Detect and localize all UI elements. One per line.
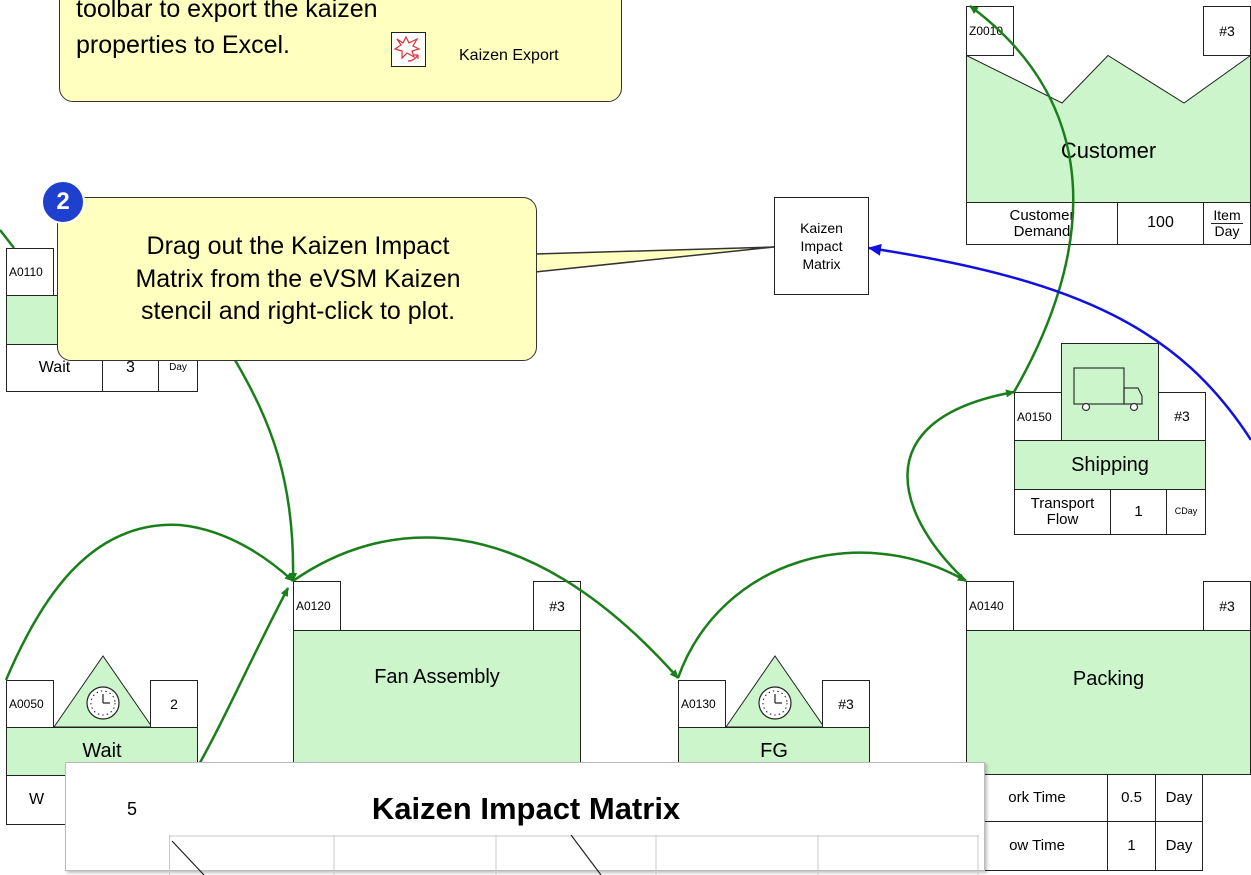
a0120-badge: #3	[533, 581, 581, 631]
kaizen-export-label: Kaizen Export	[459, 47, 559, 64]
callout-kim-line3: stencil and right-click to plot.	[140, 297, 456, 326]
clock-icon	[758, 686, 792, 720]
matrix-grid	[169, 835, 979, 875]
process-a0140: A0140 #3 Packing ork Time 0.5 Day ow Tim…	[966, 581, 1251, 871]
callout-kim-line2: Matrix from the eVSM Kaizen	[135, 264, 461, 293]
customer-row-label-1: Customer	[1009, 206, 1075, 224]
process-a0050: A0050 2 Wait W	[6, 655, 198, 825]
a0150-truck-box	[1061, 343, 1159, 441]
a0150-row-label: Transport Flow	[1014, 489, 1111, 535]
a0150-badge: #3	[1158, 392, 1206, 441]
a0150-unit: CDay	[1166, 489, 1206, 535]
flow-a0110-to-a0120	[233, 359, 298, 582]
flow-wait-to-a0120	[188, 587, 290, 781]
kaizen-export-button[interactable]	[391, 32, 426, 67]
a0120-id: A0120	[293, 581, 341, 631]
callout-export-line2: properties to Excel.	[76, 31, 290, 59]
customer-unit-den: Day	[1214, 223, 1240, 239]
customer-unit: Item Day	[1203, 202, 1251, 245]
customer-node: Z0010 #3 Customer Customer Demand 100 It…	[966, 6, 1251, 245]
customer-row-label-2: Demand	[1013, 222, 1071, 240]
clock-icon	[86, 686, 120, 720]
matrix-y-tick-5: 5	[127, 799, 138, 819]
kim-line1: Kaizen	[800, 219, 843, 236]
kim-line2: Impact	[800, 237, 843, 254]
truck-icon	[1073, 367, 1143, 412]
step-2-badge: 2	[41, 180, 85, 224]
a0150-id: A0150	[1014, 392, 1062, 441]
a0140-row2-unit: Day	[1155, 821, 1203, 871]
a0140-row1-value: 0.5	[1107, 774, 1156, 822]
a0150-label: Shipping	[1014, 440, 1206, 490]
a0050-row-label: W	[29, 790, 45, 808]
customer-unit-num: Item	[1211, 207, 1243, 224]
callout-export-tip: toolbar to export the kaizen properties …	[59, 0, 622, 102]
a0140-badge: #3	[1203, 581, 1251, 631]
a0110-id: A0110	[6, 248, 54, 296]
process-a0150: A0150 #3 Shipping Transport Flow 1 CDay	[1014, 343, 1206, 535]
callout-kim-line1: Drag out the Kaizen Impact	[146, 232, 450, 261]
kim-line3: Matrix	[802, 256, 841, 273]
a0140-body: Packing	[966, 630, 1251, 775]
kaizen-impact-matrix-chart[interactable]: Kaizen Impact Matrix 5	[65, 762, 985, 875]
flow-left-edge	[0, 229, 15, 249]
a0140-row1-label: ork Time	[966, 774, 1108, 822]
callout-kim-tip: Drag out the Kaizen Impact Matrix from t…	[57, 197, 537, 361]
customer-id: Z0010	[966, 6, 1014, 56]
customer-label: Customer	[1060, 138, 1157, 164]
customer-row-label: Customer Demand	[966, 202, 1118, 245]
callout-export-line1: toolbar to export the kaizen	[76, 0, 378, 23]
a0130-id: A0130	[678, 680, 726, 728]
a0150-row-label-2: Flow	[1046, 511, 1079, 528]
a0140-id: A0140	[966, 581, 1014, 631]
a0140-row2-value: 1	[1107, 821, 1156, 871]
customer-value: 100	[1117, 202, 1204, 245]
a0120-body: Fan Assembly	[293, 630, 581, 781]
a0050-id: A0050	[6, 680, 54, 728]
customer-badge: #3	[1203, 6, 1251, 56]
process-a0120: A0120 #3 Fan Assembly	[293, 581, 581, 781]
a0120-label: Fan Assembly	[374, 666, 500, 688]
matrix-title: Kaizen Impact Matrix	[371, 790, 681, 826]
flow-a0140-to-a0150	[906, 389, 1015, 582]
callout-kim-text: Drag out the Kaizen Impact Matrix from t…	[58, 216, 538, 342]
a0150-row-label-1: Transport	[1030, 495, 1095, 513]
a0140-row1-unit: Day	[1155, 774, 1203, 822]
kaizen-impact-matrix-shape[interactable]: Kaizen Impact Matrix	[774, 197, 869, 295]
a0140-label: Packing	[1072, 668, 1145, 690]
a0140-row2-label: ow Time	[966, 821, 1108, 871]
a0130-badge: #3	[822, 680, 870, 728]
callout2-pointer	[534, 246, 775, 273]
a0150-value: 1	[1110, 489, 1167, 535]
customer-factory-shape	[966, 55, 1251, 203]
kaizen-burst-icon	[393, 35, 421, 62]
a0050-badge: 2	[150, 680, 198, 728]
